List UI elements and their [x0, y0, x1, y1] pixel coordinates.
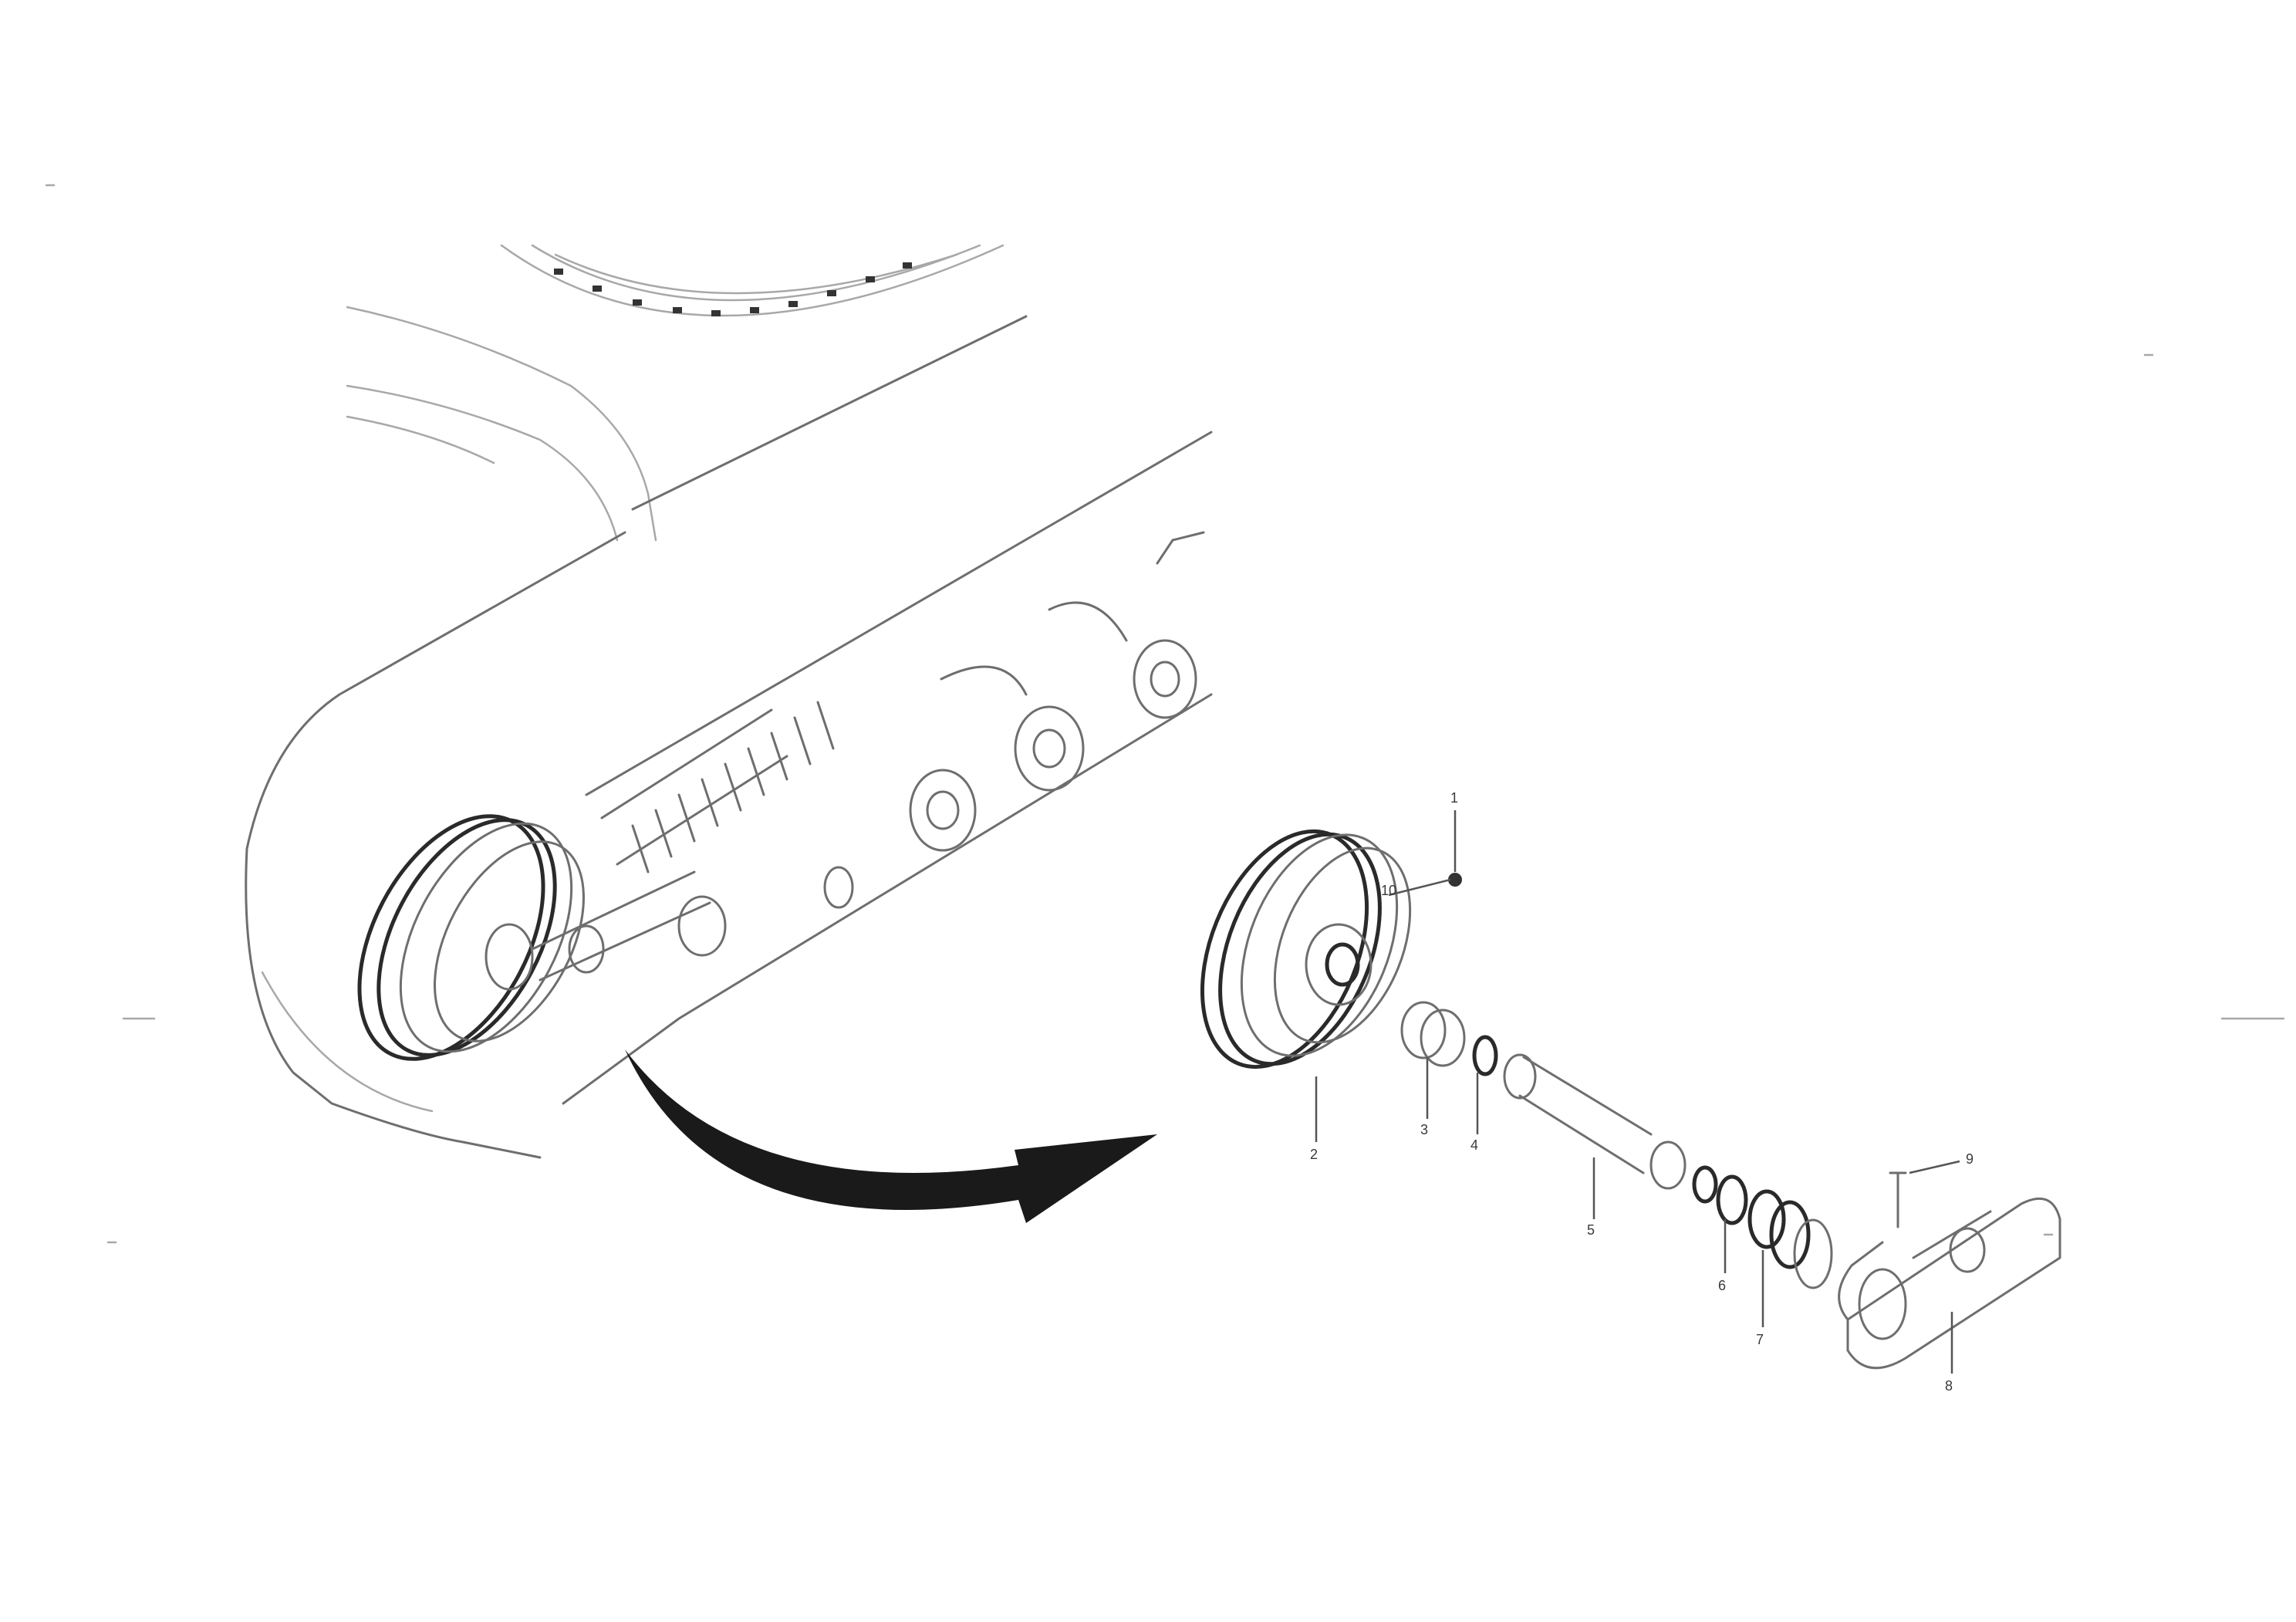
- callout-9: 9: [1966, 1151, 1974, 1167]
- drawing-reference: [74, 1470, 228, 1479]
- callout-2: 2: [1310, 1147, 1318, 1162]
- callout-6: 6: [1718, 1278, 1726, 1293]
- bracket-bolt: [1889, 1171, 1907, 1228]
- idler-bracket: [1838, 1197, 2061, 1370]
- undercarriage-frame: [245, 306, 1213, 1159]
- callout-5: 5: [1587, 1222, 1595, 1238]
- callout-4: 4: [1470, 1137, 1478, 1153]
- sheet-marks: [45, 184, 2285, 1244]
- callout-1: 1: [1450, 790, 1458, 806]
- callout-3: 3: [1420, 1122, 1428, 1137]
- callout-7: 7: [1756, 1332, 1764, 1347]
- shaft: [1518, 1056, 1653, 1174]
- idler-wheel: [1200, 829, 1412, 1070]
- wheel-bolt: [1388, 810, 1462, 897]
- callout-labels: 1 2 3 4 5 6 7 8 9 10: [1310, 790, 1974, 1394]
- bushing-set: [1400, 1001, 1537, 1100]
- exploded-view-arrow: [625, 1049, 1157, 1223]
- mounted-idler-wheel: [357, 814, 727, 1061]
- outer-seal-set: [1649, 1140, 1833, 1289]
- track-rollers: [823, 531, 1205, 909]
- callout-8: 8: [1945, 1378, 1953, 1394]
- recoil-spring: [600, 701, 835, 874]
- slewing-ring: [500, 244, 1004, 317]
- callout-10: 10: [1381, 883, 1396, 898]
- callout-leaders: [1315, 1057, 1960, 1374]
